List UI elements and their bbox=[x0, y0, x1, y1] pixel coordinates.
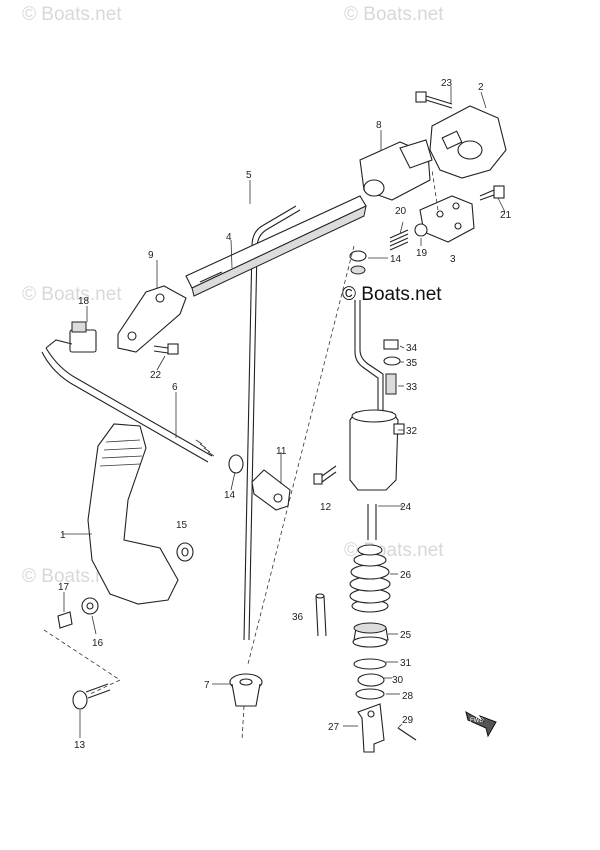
part-27-bracket bbox=[357, 703, 385, 753]
label-2: 2 bbox=[478, 82, 484, 93]
part-1-pedal bbox=[87, 423, 179, 605]
label-34: 34 bbox=[406, 343, 418, 354]
fwd-arrow-icon: FWD bbox=[465, 711, 497, 738]
part-36-pin bbox=[315, 593, 327, 637]
label-3: 3 bbox=[450, 254, 456, 265]
label-5: 5 bbox=[246, 170, 252, 181]
part-10-rod bbox=[354, 300, 384, 416]
part-15-washer-hole bbox=[181, 547, 189, 557]
part-13-bolt bbox=[72, 683, 111, 710]
label-27: 27 bbox=[328, 722, 340, 733]
watermark-center: © Boats.net bbox=[342, 284, 442, 305]
part-20-spring bbox=[389, 229, 409, 251]
part-14-nut-lower bbox=[228, 454, 244, 474]
label-24: 24 bbox=[400, 502, 412, 513]
part-22-bolt bbox=[153, 343, 179, 355]
part-35-washer bbox=[383, 356, 401, 366]
label-30: 30 bbox=[392, 675, 404, 686]
label-1: 1 bbox=[60, 530, 66, 541]
label-35: 35 bbox=[406, 358, 418, 369]
label-18: 18 bbox=[78, 296, 90, 307]
watermark-mid-left: © Boats.net bbox=[22, 284, 122, 305]
part-11-link bbox=[251, 469, 291, 511]
label-6: 6 bbox=[172, 382, 178, 393]
part-33-stud bbox=[385, 373, 397, 395]
label-21: 21 bbox=[500, 210, 512, 221]
part-26-boot bbox=[349, 544, 391, 613]
part-19-ball bbox=[414, 223, 428, 237]
part-3-plate bbox=[419, 195, 475, 243]
label-9: 9 bbox=[148, 250, 154, 261]
label-12: 12 bbox=[320, 502, 332, 513]
dashed-lines bbox=[43, 169, 439, 741]
label-8: 8 bbox=[376, 120, 382, 131]
label-29: 29 bbox=[402, 715, 414, 726]
part-24-rod bbox=[367, 504, 377, 540]
label-16: 16 bbox=[92, 638, 104, 649]
label-28: 28 bbox=[402, 691, 414, 702]
part-18-clip bbox=[69, 321, 97, 353]
label-22: 22 bbox=[150, 370, 162, 381]
part-16-washer-hole bbox=[86, 602, 94, 610]
label-33: 33 bbox=[406, 382, 418, 393]
label-20: 20 bbox=[395, 206, 407, 217]
part-31-oring bbox=[353, 658, 387, 670]
part-21-bolt bbox=[479, 185, 505, 201]
label-15: 15 bbox=[176, 520, 188, 531]
fwd-label: FWD bbox=[470, 718, 484, 724]
part-12-screw bbox=[313, 465, 337, 485]
part-7-grommet bbox=[229, 673, 263, 707]
part-4-bar bbox=[185, 195, 367, 297]
part-6-rod bbox=[41, 339, 215, 463]
watermark-top-left: © Boats.net bbox=[22, 4, 122, 25]
part-15-washer bbox=[176, 542, 194, 562]
label-7: 7 bbox=[204, 680, 210, 691]
part-29-pin bbox=[397, 727, 417, 741]
part-23-bolt bbox=[415, 91, 453, 109]
part-32-housing bbox=[349, 409, 405, 491]
part-2-bracket bbox=[429, 105, 507, 179]
label-31: 31 bbox=[400, 658, 412, 669]
part-8-sleeve bbox=[359, 139, 433, 201]
part-5-rod bbox=[243, 205, 301, 641]
label-26: 26 bbox=[400, 570, 412, 581]
label-4: 4 bbox=[226, 232, 232, 243]
part-16-washer bbox=[81, 597, 99, 615]
leader-lines bbox=[62, 86, 506, 738]
part-28-washer bbox=[355, 688, 385, 700]
part-34-nut bbox=[383, 339, 399, 350]
label-17: 17 bbox=[58, 582, 70, 593]
part-25-grommet bbox=[352, 622, 389, 648]
part-30-seal bbox=[357, 673, 385, 687]
label-32: 32 bbox=[406, 426, 418, 437]
label-25: 25 bbox=[400, 630, 412, 641]
label-14b: 14 bbox=[224, 490, 236, 501]
label-14a: 14 bbox=[390, 254, 402, 265]
label-23: 23 bbox=[441, 78, 453, 89]
label-19: 19 bbox=[416, 248, 428, 259]
part-17-nut bbox=[57, 611, 73, 629]
watermark-low-left: © Boats.net bbox=[22, 566, 122, 587]
part-14-nut-top bbox=[349, 250, 367, 275]
part-9-bracket bbox=[117, 285, 187, 353]
label-13: 13 bbox=[74, 740, 86, 751]
label-11: 11 bbox=[276, 446, 287, 457]
label-36: 36 bbox=[292, 612, 304, 623]
watermark-top-right: © Boats.net bbox=[344, 4, 444, 25]
